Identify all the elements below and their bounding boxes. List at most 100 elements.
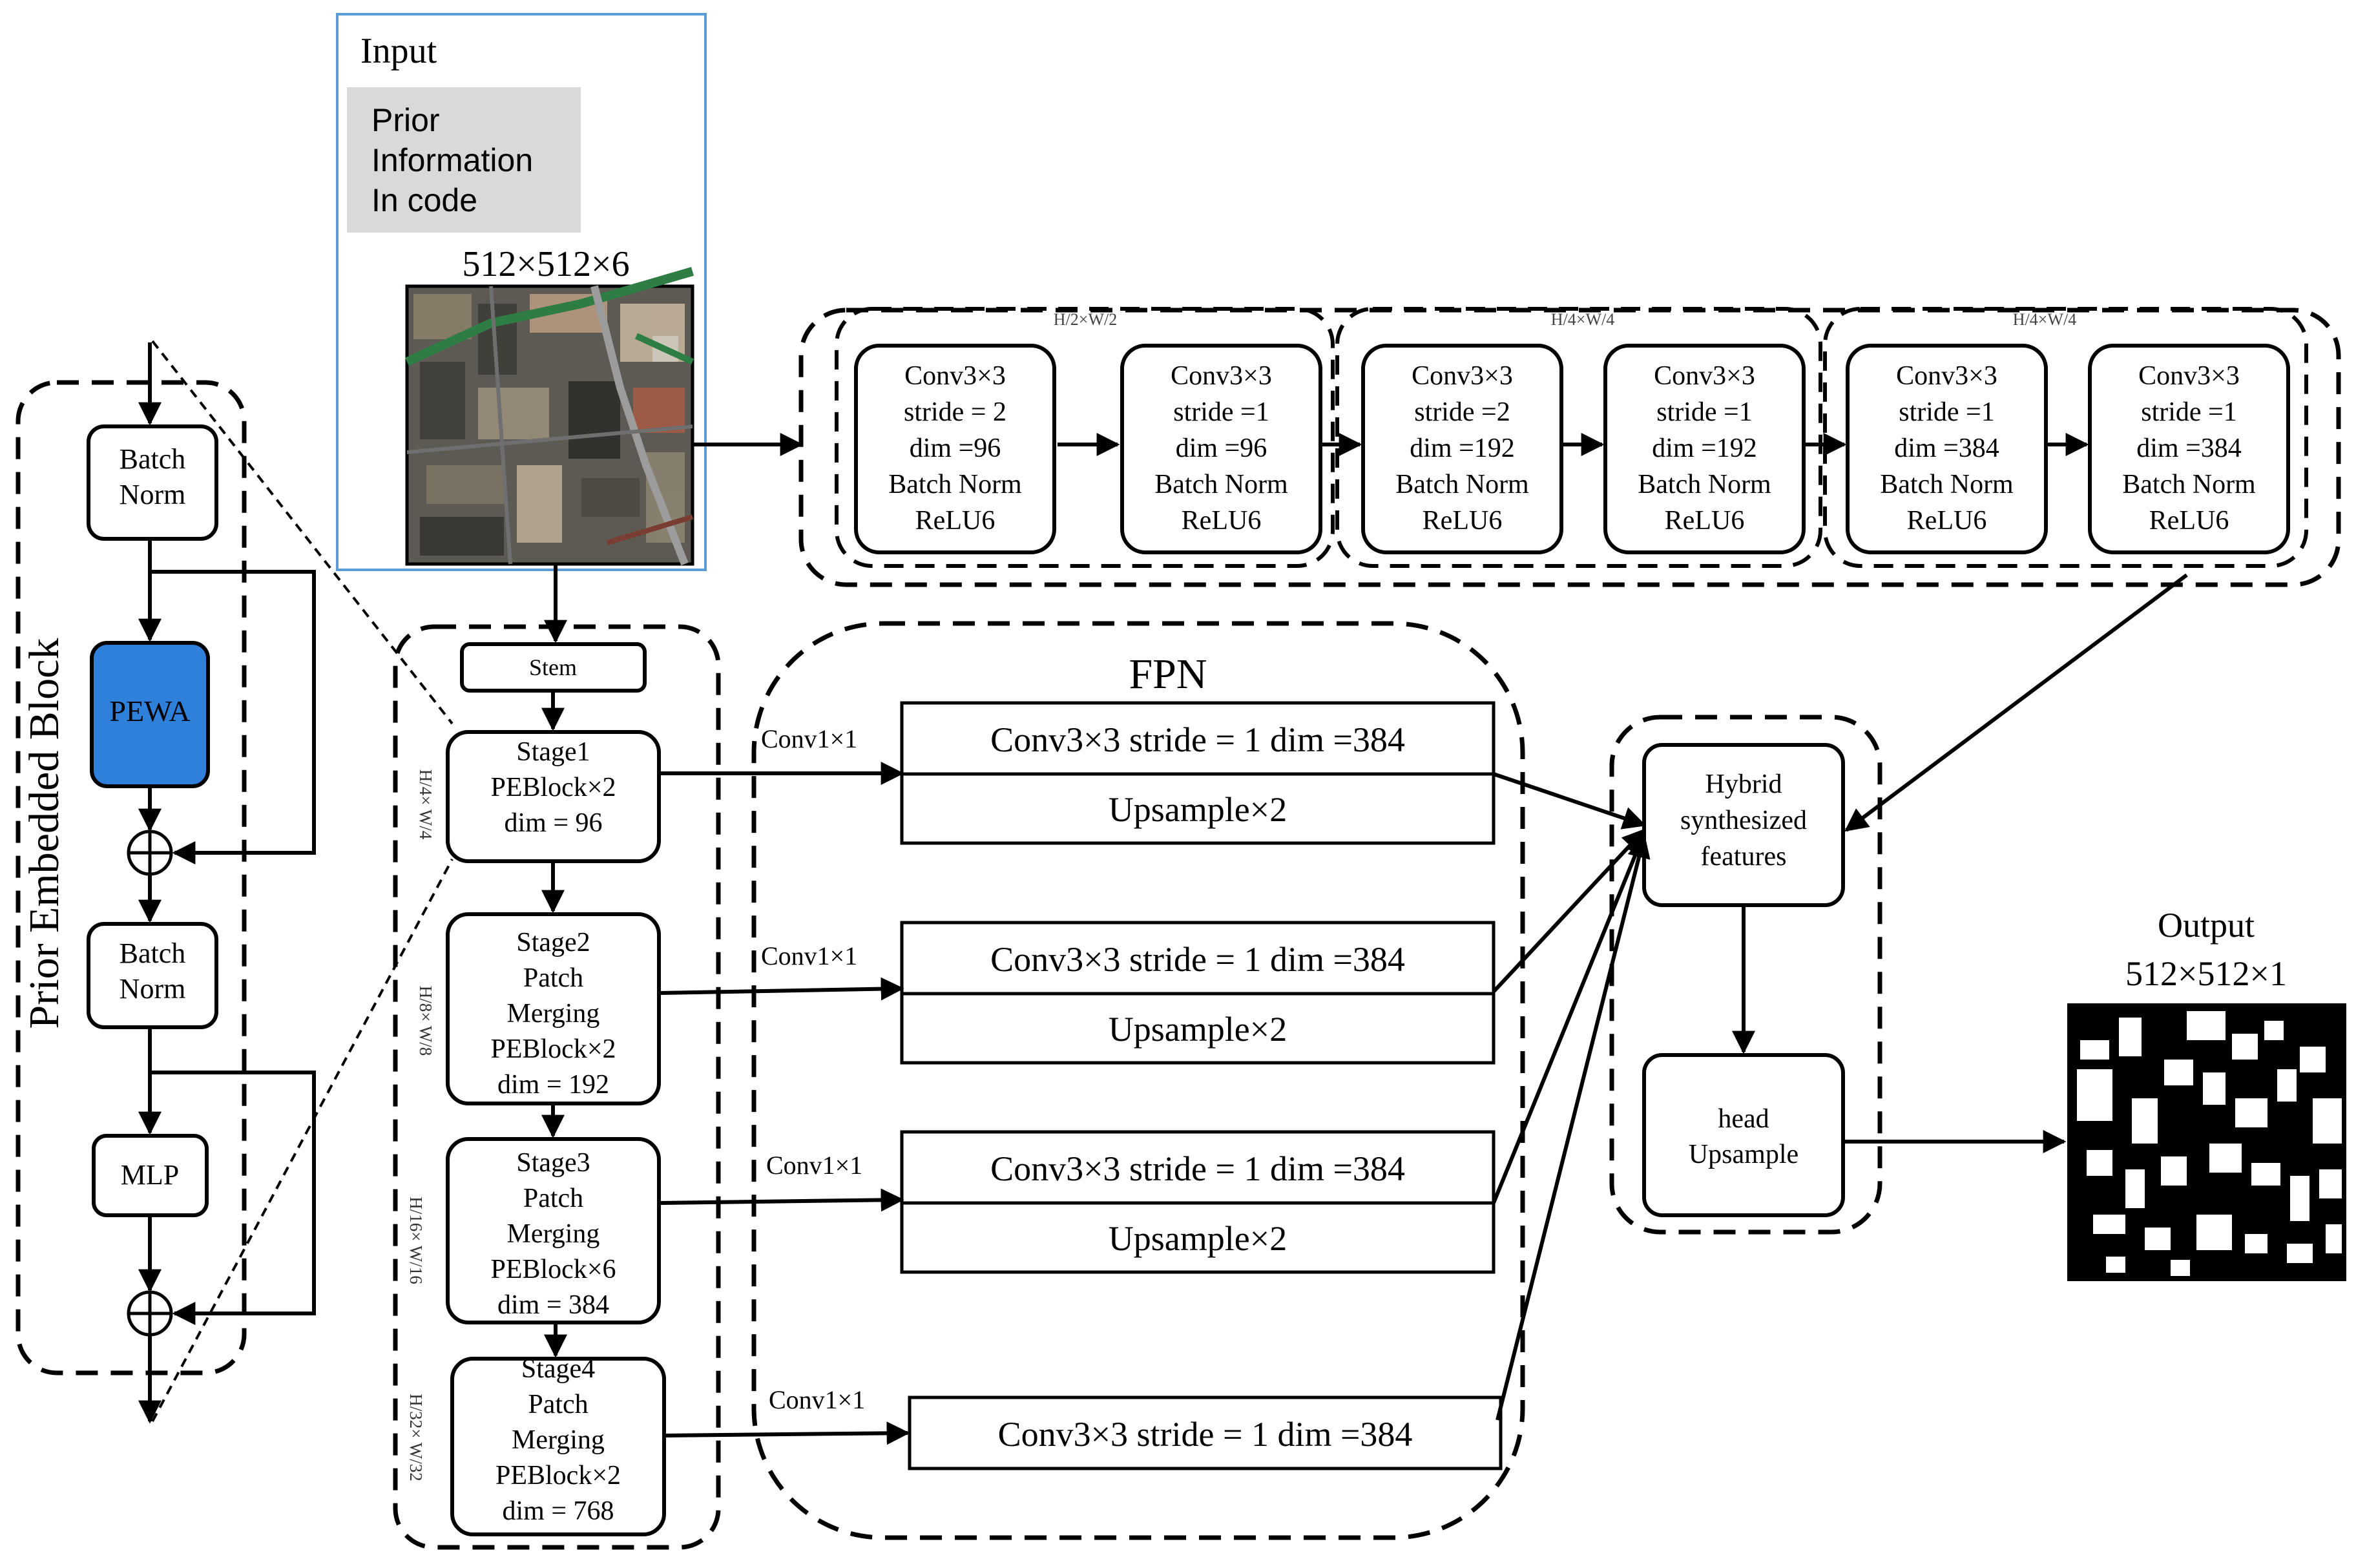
head-upsample-box bbox=[1642, 1053, 1845, 1217]
input-title: Input bbox=[360, 31, 437, 71]
output-title: Output bbox=[2158, 906, 2255, 945]
batch-norm-box-1 bbox=[87, 424, 218, 541]
backbone-side-label-4: H/32× W/32 bbox=[406, 1394, 426, 1481]
conv-block-1-line-4: Batch Norm bbox=[888, 470, 1022, 499]
fpn-title: FPN bbox=[1129, 651, 1207, 698]
stage-2-line-4: PEBlock×2 bbox=[490, 1034, 616, 1064]
zoom-guide-lines bbox=[151, 340, 453, 1422]
backbone-side-label-1: H/4× W/4 bbox=[416, 769, 435, 840]
stage-4-line-3: Merging bbox=[512, 1425, 605, 1455]
conv-block-5 bbox=[1846, 344, 2048, 554]
conv-group-label-1: H/2×W/2 bbox=[1054, 310, 1117, 329]
stage-box-3 bbox=[446, 1137, 661, 1324]
conv-block-4-line-2: stride =1 bbox=[1656, 397, 1753, 427]
fpn-lateral-label-2: Conv1×1 bbox=[761, 941, 857, 970]
stage-4-line-4: PEBlock×2 bbox=[495, 1461, 621, 1490]
stage-4-line-1: Stage4 bbox=[521, 1354, 595, 1384]
conv-block-5-line-1: Conv3×3 bbox=[1896, 361, 1997, 391]
conv-group-frame-2 bbox=[1335, 307, 1822, 568]
stage-3-line-1: Stage3 bbox=[516, 1148, 590, 1178]
conv-block-3-line-2: stride =2 bbox=[1414, 397, 1510, 427]
conv-block-5-line-5: ReLU6 bbox=[1907, 506, 1987, 536]
fpn-lateral-label-3: Conv1×1 bbox=[766, 1151, 862, 1180]
stage-3-line-5: dim = 384 bbox=[497, 1290, 609, 1320]
stage-2-line-5: dim = 192 bbox=[497, 1070, 609, 1100]
conv-block-1-line-5: ReLU6 bbox=[915, 506, 996, 536]
fusion-block: Hybrid synthesized features head Upsampl… bbox=[1609, 715, 1882, 1235]
circle-plus-icon bbox=[127, 1290, 173, 1337]
prior-info-line1: Prior bbox=[371, 102, 440, 138]
conv-branch-outer-frame bbox=[798, 308, 2341, 587]
conv-block-5-line-3: dim =384 bbox=[1894, 434, 1999, 463]
stage-2-line-2: Patch bbox=[523, 963, 583, 993]
fpn-conv-label-1: Conv3×3 stride = 1 dim =384 bbox=[990, 720, 1405, 759]
connector-arrows bbox=[541, 433, 2188, 1445]
conv-group-label-3: H/4×W/4 bbox=[2013, 310, 2076, 329]
head-line1: head bbox=[1718, 1104, 1769, 1134]
conv-block-6-line-4: Batch Norm bbox=[2122, 470, 2256, 499]
stem-label: Stem bbox=[529, 654, 577, 680]
fpn-conv-label-3: Conv3×3 stride = 1 dim =384 bbox=[990, 1149, 1405, 1188]
circle-plus-icon bbox=[127, 830, 173, 876]
conv-block-4-line-1: Conv3×3 bbox=[1654, 361, 1755, 391]
stage-4-line-2: Patch bbox=[528, 1390, 588, 1419]
batch-norm-1-line1: Batch bbox=[120, 443, 186, 475]
batch-norm-1-line2: Norm bbox=[120, 479, 186, 510]
input-panel: Input Prior Information In code 512×512×… bbox=[336, 13, 707, 571]
prior-embedded-block: Prior Embedded Block Batch Norm PEWA Bat… bbox=[16, 340, 453, 1424]
stage-2-line-1: Stage2 bbox=[516, 928, 590, 957]
conv-block-4 bbox=[1603, 344, 1806, 554]
fpn-lateral-label-1: Conv1×1 bbox=[761, 724, 857, 753]
conv-block-6-line-1: Conv3×3 bbox=[2138, 361, 2240, 391]
hybrid-line1: Hybrid bbox=[1705, 769, 1782, 799]
input-size-label: 512×512×6 bbox=[462, 244, 629, 284]
prior-block-arrows bbox=[138, 342, 316, 1424]
head-line2: Upsample bbox=[1689, 1140, 1798, 1169]
output-panel: Output 512×512×1 bbox=[2067, 906, 2346, 1281]
conv-group-frame-3 bbox=[1823, 307, 2308, 568]
backbone-side-label-2: H/8× W/8 bbox=[416, 986, 435, 1056]
batch-norm-2-line2: Norm bbox=[120, 973, 186, 1005]
stage-2-line-3: Merging bbox=[507, 999, 600, 1029]
conv-block-2-line-1: Conv3×3 bbox=[1171, 361, 1272, 391]
prior-info-line2: Information bbox=[371, 142, 533, 178]
mlp-label: MLP bbox=[121, 1159, 179, 1191]
conv-block-2-line-5: ReLU6 bbox=[1182, 506, 1262, 536]
conv-block-1 bbox=[854, 344, 1056, 554]
conv-block-2 bbox=[1120, 344, 1322, 554]
prior-block-dashed-frame bbox=[16, 380, 247, 1375]
backbone: Stem H/4× W/4 H/8× W/8 H/16× W/16 H/32× … bbox=[393, 624, 721, 1550]
conv-block-3-line-1: Conv3×3 bbox=[1412, 361, 1513, 391]
backbone-side-label-3: H/16× W/16 bbox=[406, 1197, 426, 1284]
stage-4-line-5: dim = 768 bbox=[502, 1496, 614, 1526]
hybrid-line3: features bbox=[1701, 842, 1787, 872]
fpn-upsample-label-2: Upsample×2 bbox=[1109, 1010, 1287, 1049]
conv-block-3-line-3: dim =192 bbox=[1410, 434, 1515, 463]
stage-1-line-1: Stage1 bbox=[516, 737, 590, 767]
conv-block-3-line-5: ReLU6 bbox=[1423, 506, 1503, 536]
batch-norm-2-line1: Batch bbox=[120, 937, 186, 969]
fpn-upsample-label-1: Upsample×2 bbox=[1109, 790, 1287, 829]
conv-block-2-line-4: Batch Norm bbox=[1154, 470, 1288, 499]
stage-1-line-2: PEBlock×2 bbox=[490, 773, 616, 802]
stage-3-line-4: PEBlock×6 bbox=[490, 1255, 616, 1284]
fpn-conv-label-2: Conv3×3 stride = 1 dim =384 bbox=[990, 940, 1405, 979]
conv-block-5-line-4: Batch Norm bbox=[1880, 470, 2014, 499]
conv-group-frame-1 bbox=[835, 307, 1335, 568]
fpn-upsample-label-3: Upsample×2 bbox=[1109, 1219, 1287, 1258]
fpn-conv-label-4: Conv3×3 stride = 1 dim =384 bbox=[998, 1415, 1413, 1454]
stage-3-line-2: Patch bbox=[523, 1184, 583, 1213]
conv-block-3 bbox=[1361, 344, 1563, 554]
conv-block-5-line-2: stride =1 bbox=[1899, 397, 1995, 427]
batch-norm-box-2 bbox=[87, 922, 218, 1029]
stage-box-4 bbox=[450, 1357, 666, 1536]
output-size-label: 512×512×1 bbox=[2125, 954, 2287, 993]
fpn-lateral-label-4: Conv1×1 bbox=[769, 1385, 865, 1414]
conv-block-4-line-3: dim =192 bbox=[1652, 434, 1757, 463]
